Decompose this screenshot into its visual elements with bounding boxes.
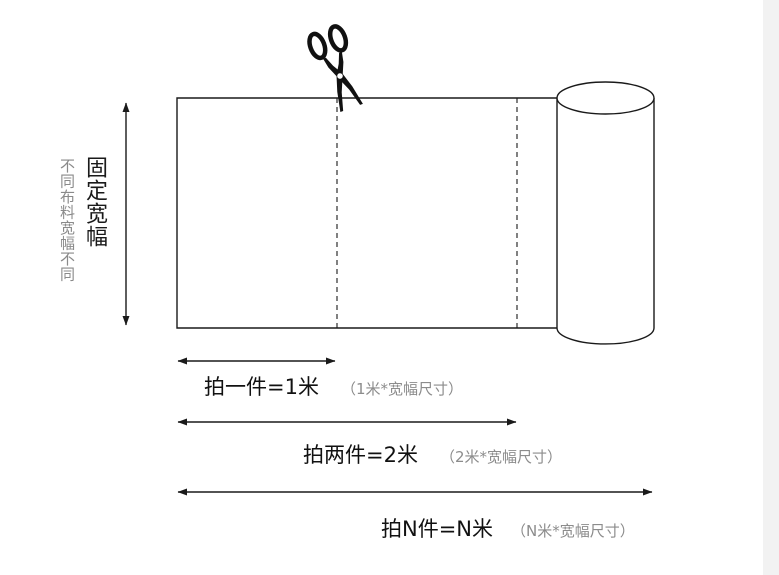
fixed-width-label: 固定宽幅 bbox=[82, 156, 107, 248]
page-edge-strip bbox=[763, 0, 779, 575]
measurement-caption-1m: 拍一件=1米 （1米*宽幅尺寸） bbox=[204, 371, 463, 401]
measurement-main-text: 拍两件=2米 bbox=[303, 443, 418, 467]
scissors-icon bbox=[307, 24, 363, 113]
measurement-main-text: 拍N件=N米 bbox=[381, 517, 494, 541]
measurement-main-text: 拍一件=1米 bbox=[204, 375, 319, 399]
measurement-note-text: （N米*宽幅尺寸） bbox=[511, 522, 635, 540]
fabric-sheet bbox=[176, 97, 557, 329]
fabric-roll bbox=[556, 81, 655, 345]
fabric-width-note: 不同布料宽幅不同 bbox=[58, 158, 76, 282]
measurement-caption-nm: 拍N件=N米 （N米*宽幅尺寸） bbox=[381, 513, 635, 543]
measurement-note-text: （1米*宽幅尺寸） bbox=[340, 380, 464, 398]
measurement-caption-2m: 拍两件=2米 （2米*宽幅尺寸） bbox=[303, 439, 562, 469]
measurement-note-text: （2米*宽幅尺寸） bbox=[439, 448, 563, 466]
